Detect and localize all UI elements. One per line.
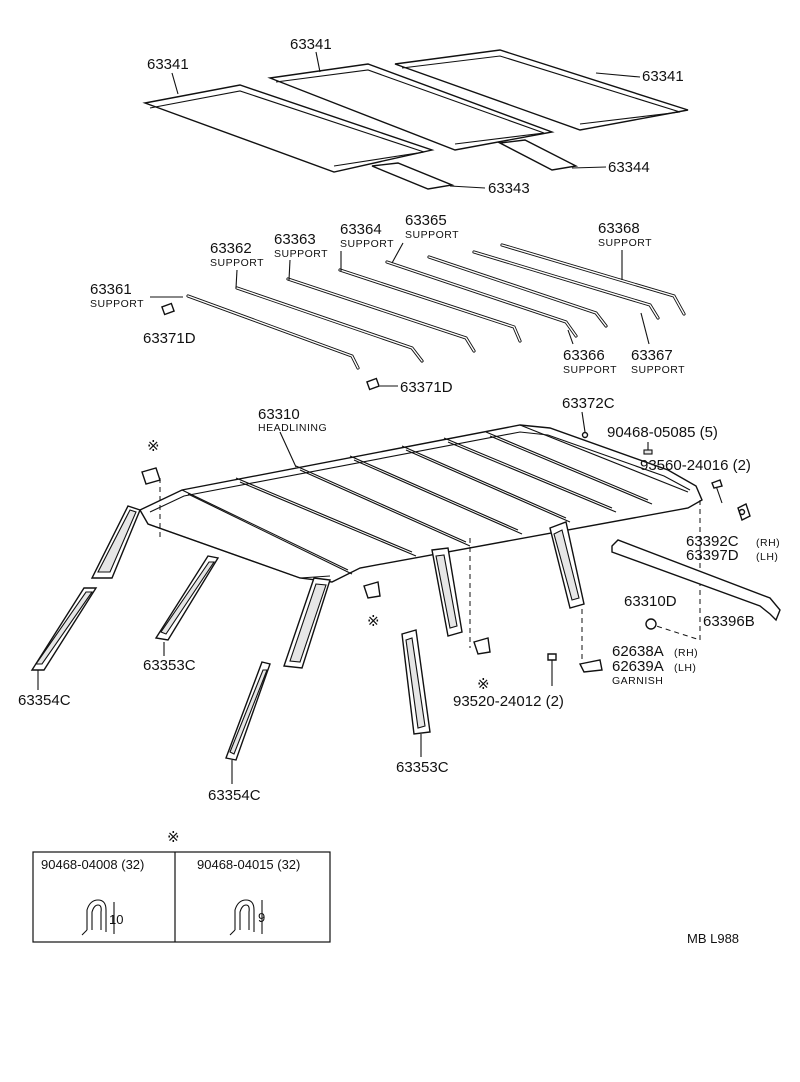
label-63341-left: 63341 [147, 56, 189, 73]
label-63367-support: SUPPORT [631, 364, 685, 376]
label-63367: 63367 [631, 347, 673, 364]
asterisk-right: ※ [477, 676, 490, 693]
clip-icon-left [81, 899, 115, 936]
clip-asterisk-top [141, 467, 161, 485]
label-62639A-lh: (LH) [674, 662, 696, 674]
label-63364-support: SUPPORT [340, 238, 394, 250]
table-left-dim: 10 [109, 912, 123, 927]
leader-63372C [581, 411, 586, 433]
roof-panel-middle [267, 63, 555, 151]
table-right-dim: 9 [258, 910, 265, 925]
garnish-63353C-bottom [401, 629, 431, 735]
label-63363-support: SUPPORT [274, 248, 328, 260]
label-62639A: 62639A [612, 658, 664, 675]
clip-asterisk-mid [363, 581, 381, 599]
label-63341-middle: 63341 [290, 36, 332, 53]
label-63371D-left: 63371D [143, 330, 196, 347]
label-63371D-right: 63371D [400, 379, 453, 396]
label-headlining: HEADLINING [258, 422, 327, 434]
asterisk-mid: ※ [367, 613, 380, 630]
label-63368: 63368 [598, 220, 640, 237]
clip-63371D-right [366, 377, 398, 391]
table-asterisk: ※ [167, 829, 180, 846]
label-63365: 63365 [405, 212, 447, 229]
clip-table [32, 851, 331, 943]
label-63353C-bottom: 63353C [396, 759, 449, 776]
label-garnish: GARNISH [612, 675, 663, 687]
roof-strip-63344 [497, 139, 579, 171]
pillar-garnish-rear [549, 521, 585, 609]
table-left-part: 90468-04008 (32) [41, 857, 144, 872]
label-62638A: 62638A [612, 643, 664, 660]
label-62638A-rh: (RH) [674, 647, 698, 659]
label-63364: 63364 [340, 221, 382, 238]
label-63361: 63361 [90, 281, 132, 298]
label-93520-24012: 93520-24012 (2) [453, 693, 564, 710]
rail-63396B [611, 539, 781, 622]
label-63354C-left: 63354C [18, 692, 71, 709]
label-63392C: 63392C [686, 533, 739, 550]
pillar-garnish-front-left [90, 505, 141, 579]
support-leaders [150, 242, 650, 345]
clip-63310D [645, 618, 657, 630]
label-63365-support: SUPPORT [405, 229, 459, 241]
clip-icon-right [229, 899, 263, 936]
label-63344: 63344 [608, 159, 650, 176]
label-63354C-bottom: 63354C [208, 787, 261, 804]
clip-asterisk-right [473, 637, 491, 655]
label-63372C: 63372C [562, 395, 615, 412]
screw-93560-24016 [711, 479, 723, 504]
roof-panel-right [394, 49, 689, 131]
label-63361-support: SUPPORT [90, 298, 144, 310]
label-63366-support: SUPPORT [563, 364, 617, 376]
dashed-connectors [159, 478, 701, 660]
leader-63310 [279, 431, 297, 468]
label-63397D-lh: (LH) [756, 551, 778, 563]
label-63362: 63362 [210, 240, 252, 257]
garnish-62638A [578, 659, 603, 673]
label-63343: 63343 [488, 180, 530, 197]
bracket-63392C [737, 503, 751, 521]
pillar-garnish-center-left [283, 577, 331, 669]
label-63341-right: 63341 [642, 68, 684, 85]
screw-93520-24012 [547, 653, 557, 686]
support-rods [186, 243, 686, 370]
headlining-63310 [139, 424, 703, 583]
garnish-63354C-bottom [225, 661, 271, 761]
asterisk-top: ※ [147, 438, 160, 455]
footer-code: MB L988 [687, 931, 739, 946]
label-63368-support: SUPPORT [598, 237, 652, 249]
label-63310D: 63310D [624, 593, 677, 610]
label-63363: 63363 [274, 231, 316, 248]
roof-panel-left [142, 84, 435, 173]
garnish-63354C-left [30, 587, 98, 671]
clip-90468-05085 [643, 449, 653, 455]
label-63353C-left: 63353C [143, 657, 196, 674]
label-93560-24016: 93560-24016 (2) [640, 457, 751, 474]
label-63392C-rh: (RH) [756, 537, 780, 549]
label-63396B: 63396B [703, 613, 755, 630]
label-63366: 63366 [563, 347, 605, 364]
label-63310: 63310 [258, 406, 300, 423]
clip-63371D-left [161, 302, 175, 316]
label-90468-05085: 90468-05085 (5) [607, 424, 718, 441]
roof-strip-63343 [371, 162, 455, 190]
garnish-63353C-left [154, 555, 220, 641]
fastener-63372C [581, 431, 589, 439]
table-right-part: 90468-04015 (32) [197, 857, 300, 872]
label-63397D: 63397D [686, 547, 739, 564]
panel-leaders [171, 51, 641, 189]
label-63362-support: SUPPORT [210, 257, 264, 269]
pillar-garnish-center [431, 547, 463, 637]
